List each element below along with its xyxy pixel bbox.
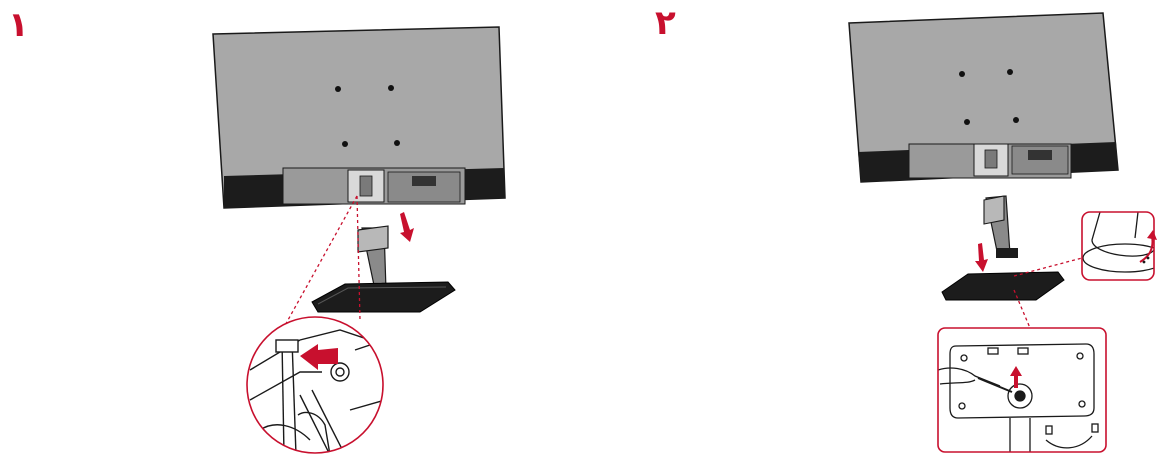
screwdriver-icon: [977, 377, 1013, 393]
vesa-hole: [959, 71, 965, 77]
vesa-hole: [335, 86, 341, 92]
vesa-hole: [964, 119, 970, 125]
vesa-hole: [394, 140, 400, 146]
vesa-hole: [1007, 69, 1013, 75]
step-2-illustration: [848, 12, 1157, 453]
step-1-illustration: [212, 26, 506, 454]
stand-base-1: [311, 281, 456, 313]
step-number-2: ٢: [655, 3, 676, 43]
vesa-hole: [388, 85, 394, 91]
step-number-1: ١: [8, 5, 29, 45]
arrow-up-icon: [1010, 366, 1022, 388]
zoom-detail-1: [246, 316, 384, 454]
push-arrow-icon: [300, 344, 338, 370]
vesa-hole: [1013, 117, 1019, 123]
zoom-detail-2b: [937, 327, 1107, 453]
stand-base-2: [941, 271, 1065, 301]
vesa-hole: [342, 141, 348, 147]
arrow-down-icon: [975, 243, 988, 272]
arrow-down-icon: [400, 212, 414, 242]
zoom-detail-2a: [1081, 211, 1157, 281]
